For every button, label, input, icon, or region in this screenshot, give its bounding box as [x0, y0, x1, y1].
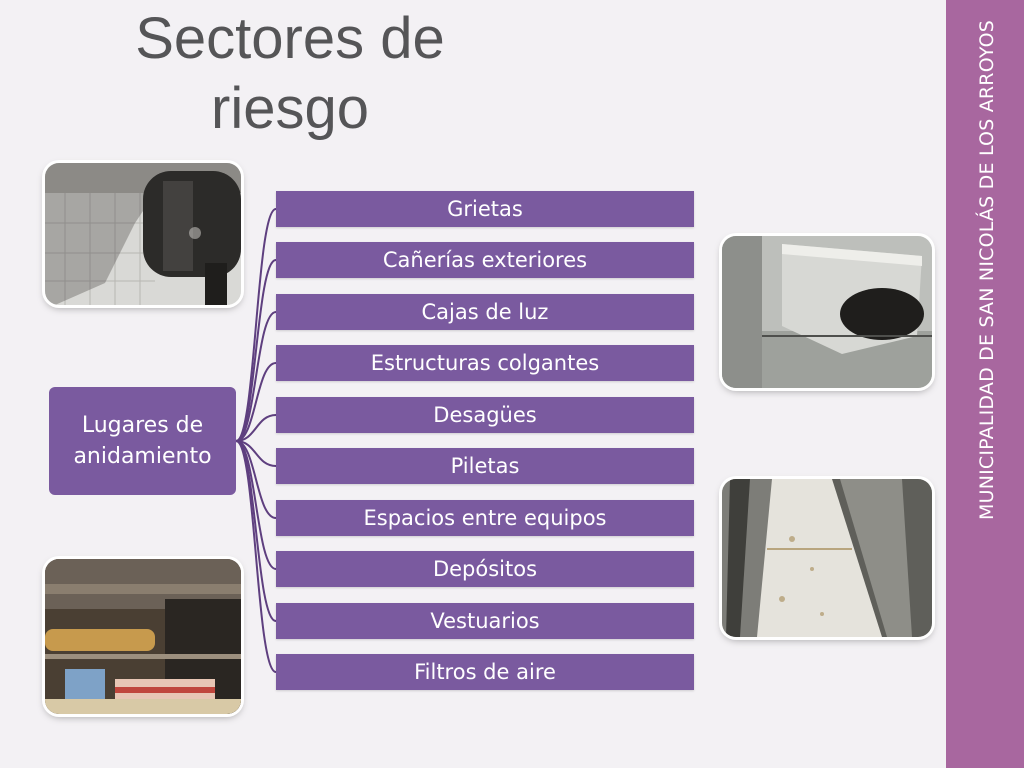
node-desagues: Desagües [276, 397, 694, 433]
node-depositos: Depósitos [276, 551, 694, 587]
root-node: Lugares de anidamiento [49, 387, 236, 495]
connector-cajas-de-luz [235, 311, 277, 442]
slide-title: Sectores de riesgo [100, 4, 480, 144]
title-line-1: Sectores de [135, 6, 445, 71]
title-line-2: riesgo [211, 76, 369, 141]
connector-grietas [235, 208, 277, 442]
node-espacios-entre-equipos: Espacios entre equipos [276, 500, 694, 536]
connector-estructuras-colgantes [235, 362, 277, 442]
connector-espacios-entre-equipos [235, 440, 277, 519]
node-piletas: Piletas [276, 448, 694, 484]
connector-canerias-exteriores [235, 259, 277, 442]
photo-wall-pipes [45, 163, 241, 305]
connector-piletas [235, 440, 277, 467]
photo-ventilation-hood [722, 236, 932, 388]
municipality-label: MUNICIPALIDAD DE SAN NICOLÁS DE LOS ARRO… [976, 19, 998, 521]
node-cajas-de-luz: Cajas de luz [276, 294, 694, 330]
connector-filtros-de-aire [235, 440, 277, 673]
connector-vestuarios [235, 440, 277, 622]
connector-depositos [235, 440, 277, 570]
photo-equipment-gap [722, 479, 932, 637]
node-estructuras-colgantes: Estructuras colgantes [276, 345, 694, 381]
node-filtros-de-aire: Filtros de aire [276, 654, 694, 690]
connector-desagues [235, 414, 277, 442]
side-band [946, 0, 1024, 768]
root-node-label: Lugares de anidamiento [73, 413, 212, 469]
node-canerias-exteriores: Cañerías exteriores [276, 242, 694, 278]
node-vestuarios: Vestuarios [276, 603, 694, 639]
photo-storage-room [45, 559, 241, 714]
node-grietas: Grietas [276, 191, 694, 227]
